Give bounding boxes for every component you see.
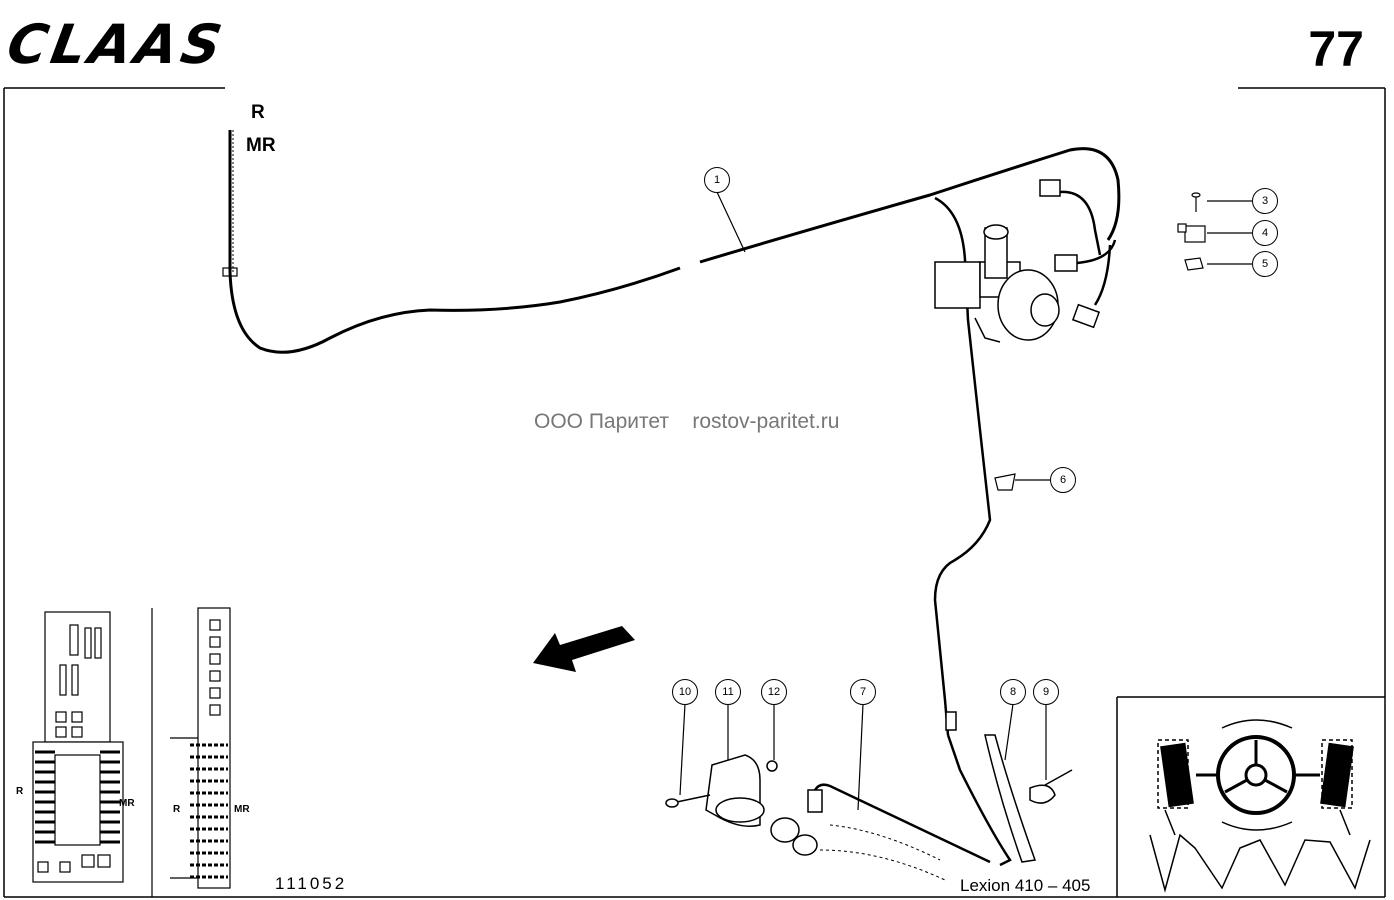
page-frame bbox=[3, 87, 1386, 898]
callout-10: 10 bbox=[672, 679, 698, 705]
callout-6: 6 bbox=[1050, 467, 1076, 493]
fuse-board-inset bbox=[32, 608, 153, 897]
lower-parts bbox=[665, 711, 1073, 881]
callout-12: 12 bbox=[761, 679, 787, 705]
callout-3: 3 bbox=[1252, 188, 1278, 214]
page-number: 77 bbox=[1308, 21, 1364, 77]
model-label: Lexion 410 – 405 bbox=[960, 876, 1091, 895]
callout-1: 1 bbox=[704, 167, 730, 193]
inset-label-r-right: R bbox=[173, 804, 181, 815]
inset-label-r-left: R bbox=[16, 786, 24, 797]
callout-8: 8 bbox=[1000, 679, 1026, 705]
callout-4: 4 bbox=[1252, 220, 1278, 246]
steering-inset bbox=[1116, 696, 1385, 897]
inset-label-mr-right: MR bbox=[234, 804, 250, 815]
callout-9: 9 bbox=[1033, 679, 1059, 705]
small-parts-3-5 bbox=[1177, 192, 1252, 271]
harness-label-mr: MR bbox=[246, 135, 276, 156]
callout-11: 11 bbox=[715, 679, 741, 705]
relay-strip-inset bbox=[170, 607, 231, 889]
direction-arrow bbox=[533, 626, 635, 672]
watermark: ООО Паритет rostov-paritet.ru bbox=[534, 410, 840, 433]
callout-5: 5 bbox=[1252, 251, 1278, 277]
claas-logo: CLAAS bbox=[2, 13, 231, 76]
connector-branch bbox=[1039, 179, 1117, 329]
leader-lines bbox=[679, 191, 1047, 811]
drawing-number: 111052 bbox=[275, 874, 348, 893]
callout-7: 7 bbox=[850, 679, 876, 705]
inset-label-mr-left: MR bbox=[119, 798, 135, 809]
harness-label-r: R bbox=[251, 102, 265, 123]
harness-1 bbox=[222, 130, 1121, 736]
clip-6 bbox=[994, 473, 1050, 491]
motor-assembly bbox=[934, 224, 1060, 343]
